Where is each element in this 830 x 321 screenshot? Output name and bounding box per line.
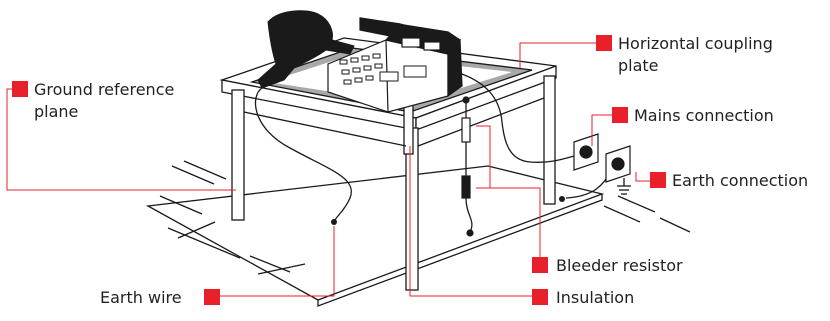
mains-connection-marker (612, 107, 628, 123)
ground-reference-plane-label-line2: plane (34, 102, 78, 121)
earth-connection-marker (650, 172, 666, 188)
ground-reference-plane-marker (12, 81, 28, 97)
mains-connection-label: Mains connection (634, 106, 774, 125)
bleeder-resistor-marker (532, 257, 548, 273)
insulation-label: Insulation (556, 288, 634, 307)
horizontal-coupling-plate-label-line1: Horizontal coupling (618, 34, 773, 53)
horizontal-coupling-plate-marker (596, 35, 612, 51)
earth-connection-label: Earth connection (672, 171, 808, 190)
insulation-marker (532, 289, 548, 305)
bleeder-resistor-label: Bleeder resistor (556, 256, 683, 275)
wall-outlets (574, 134, 631, 194)
ground-reference-plane (148, 161, 690, 306)
earth-wire-label: Earth wire (100, 288, 182, 307)
ground-reference-plane-label-line1: Ground reference (34, 80, 174, 99)
horizontal-coupling-plate-label-line2: plate (618, 56, 659, 75)
earth-wire-marker (204, 289, 220, 305)
esd-generator (328, 18, 462, 112)
